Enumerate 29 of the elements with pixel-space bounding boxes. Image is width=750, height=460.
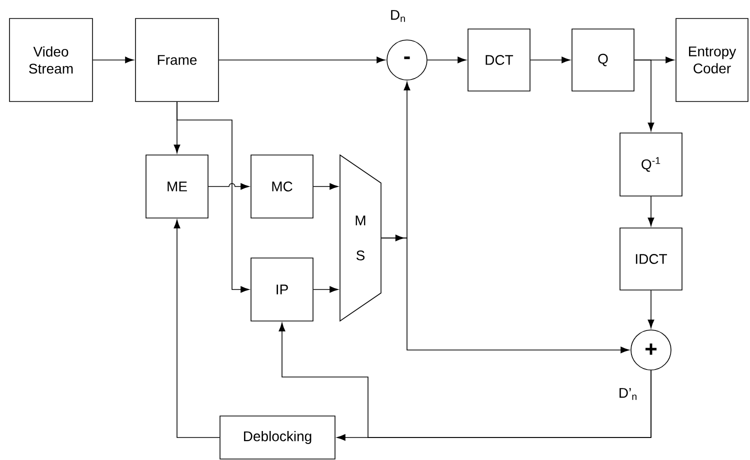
arrow	[648, 196, 654, 226]
process-box: Frame	[135, 18, 219, 102]
process-box: Q$^{-1}$	[620, 132, 682, 196]
arrow	[381, 238, 630, 354]
arrow	[313, 183, 338, 190]
process-box: MC	[250, 154, 314, 218]
arrow	[176, 102, 250, 293]
process-box: Video Stream	[9, 18, 93, 102]
arrow	[208, 183, 250, 190]
arrow	[648, 290, 654, 328]
arrow	[218, 56, 386, 64]
process-box: IDCT	[620, 228, 682, 290]
summing-junction: +	[630, 330, 672, 370]
arrow	[634, 60, 654, 132]
process-box: Entropy Coder	[676, 18, 748, 102]
summing-junction: -	[386, 40, 428, 80]
process-box: IP	[250, 258, 314, 322]
arrow	[174, 220, 220, 438]
arrow	[313, 286, 338, 293]
arrow	[427, 56, 466, 64]
arrow	[278, 322, 652, 438]
signal-label: D’$_{n}$	[620, 388, 636, 400]
signal-label: D$_{n}$	[391, 10, 405, 22]
arrow	[530, 56, 570, 64]
process-box: ME	[146, 154, 208, 218]
process-box: DCT	[468, 28, 530, 92]
arrow	[92, 56, 134, 64]
process-box: Deblocking	[220, 416, 336, 460]
process-box: Q	[572, 28, 634, 92]
